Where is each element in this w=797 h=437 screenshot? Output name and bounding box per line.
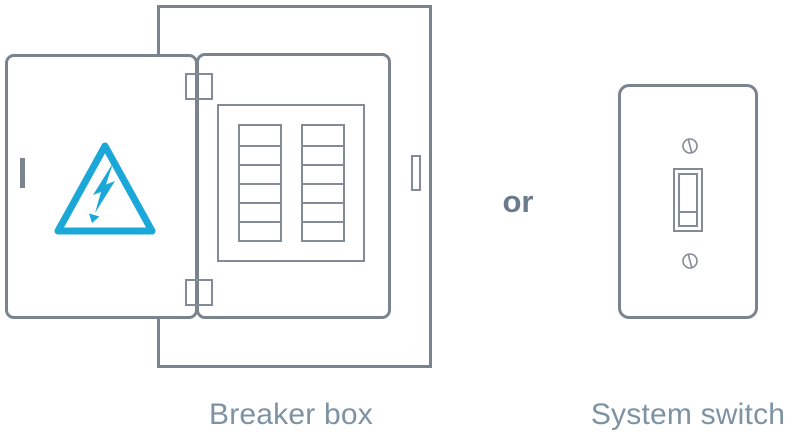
toggle-switch-inner <box>678 173 698 227</box>
high-voltage-warning-icon <box>54 142 156 235</box>
breaker-box-label: Breaker box <box>209 398 373 431</box>
door-handle <box>20 158 25 188</box>
breaker-door <box>5 54 198 319</box>
or-label: or <box>502 184 534 219</box>
breaker-cell <box>240 202 280 221</box>
system-switch-label: System switch <box>590 398 786 431</box>
breaker-front-panel <box>196 53 391 319</box>
breaker-cell <box>240 183 280 202</box>
toggle-lever <box>680 211 696 225</box>
breaker-cell <box>303 145 343 164</box>
breaker-cell <box>303 164 343 183</box>
breaker-cell <box>240 221 280 240</box>
breaker-cell <box>240 164 280 183</box>
system-switch-plate <box>618 84 758 319</box>
door-hinge-top <box>185 73 213 100</box>
breaker-column-left <box>238 124 282 242</box>
breaker-cell <box>303 183 343 202</box>
breaker-cell <box>240 126 280 145</box>
breaker-cell <box>303 202 343 221</box>
door-hinge-bottom <box>185 279 213 306</box>
breaker-cell <box>303 126 343 145</box>
screw-icon <box>682 253 698 269</box>
breaker-column-right <box>301 124 345 242</box>
breaker-cell <box>303 221 343 240</box>
toggle-switch-icon <box>673 168 703 232</box>
breaker-cell <box>240 145 280 164</box>
breaker-opening <box>217 104 365 262</box>
box-latch <box>411 155 421 191</box>
screw-icon <box>682 138 698 154</box>
